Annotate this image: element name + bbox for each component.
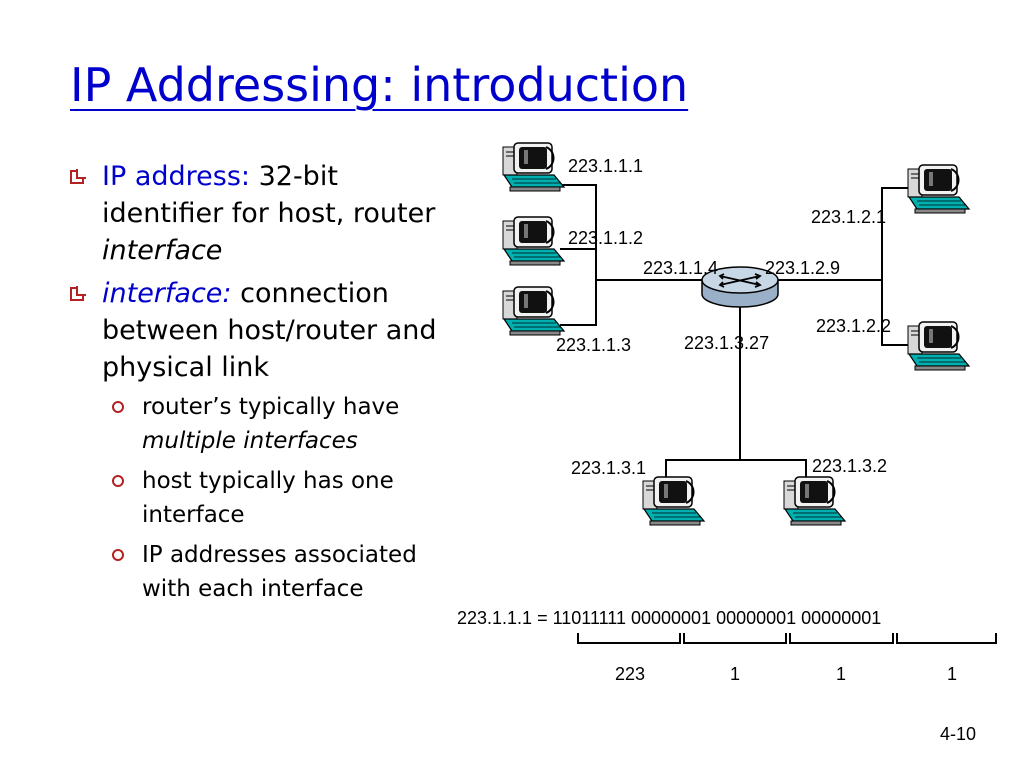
computer-icon — [502, 216, 565, 266]
bullet-ip-address-italic: interface — [102, 235, 223, 266]
octet-bracket-3 — [789, 633, 894, 644]
bullet-ip-address: IP address: 32-bit identifier for host, … — [60, 158, 450, 269]
octet-bracket-1 — [577, 633, 681, 644]
label-223-1-3-27: 223.1.3.27 — [684, 333, 769, 353]
computer-icon — [502, 142, 565, 192]
link-subnet3 — [665, 459, 807, 484]
bullet-list: IP address: 32-bit identifier for host, … — [60, 158, 450, 612]
label-223-1-2-2: 223.1.2.2 — [816, 316, 891, 336]
bullet-ip-address-text: 32-bit identifier for host, router — [102, 161, 436, 229]
router-icon — [701, 266, 779, 308]
binary-equation: 223.1.1.1 = 11011111 00000001 00000001 0… — [457, 608, 881, 628]
computer-icon — [783, 476, 846, 526]
sub-bullet-router-italic: multiple interfaces — [142, 428, 358, 454]
octet-value-2: 1 — [730, 664, 740, 684]
sub-bullet-router-text: router’s typically have — [142, 394, 400, 420]
sub-bullet-list: router’s typically have multiple interfa… — [102, 390, 450, 606]
sub-bullet-router: router’s typically have multiple interfa… — [102, 390, 450, 458]
octet-value-1: 223 — [615, 664, 645, 684]
label-223-1-1-2: 223.1.1.2 — [568, 228, 643, 248]
computer-icon — [502, 286, 565, 336]
octet-value-4: 1 — [947, 664, 957, 684]
label-223-1-3-1: 223.1.3.1 — [571, 458, 646, 478]
page-number: 4-10 — [939, 724, 976, 744]
slide-title: IP Addressing: introduction — [70, 58, 689, 112]
link-223-1-2-1 — [881, 187, 910, 346]
computer-icon — [907, 164, 970, 214]
label-223-1-2-1: 223.1.2.1 — [811, 207, 886, 227]
octet-bracket-2 — [683, 633, 787, 644]
octet-bracket-4 — [896, 633, 997, 644]
term-ip-address: IP address: — [102, 161, 250, 192]
computer-icon — [642, 476, 705, 526]
bullet-interface-text: connection between host/router and physi… — [102, 278, 437, 383]
label-223-1-3-2: 223.1.3.2 — [812, 456, 887, 476]
label-223-1-1-4: 223.1.1.4 — [643, 258, 718, 278]
computer-icon — [907, 321, 970, 371]
sub-bullet-host: host typically has one interface — [102, 464, 450, 532]
bullet-interface: interface: connection between host/route… — [60, 275, 450, 606]
octet-value-3: 1 — [836, 664, 846, 684]
term-interface: interface: — [102, 278, 232, 309]
label-223-1-1-3: 223.1.1.3 — [556, 335, 631, 355]
link-223-1-1-1 — [560, 184, 597, 326]
label-223-1-1-1: 223.1.1.1 — [568, 156, 643, 176]
label-223-1-2-9: 223.1.2.9 — [765, 258, 840, 278]
sub-bullet-addresses: IP addresses associated with each interf… — [102, 538, 450, 606]
